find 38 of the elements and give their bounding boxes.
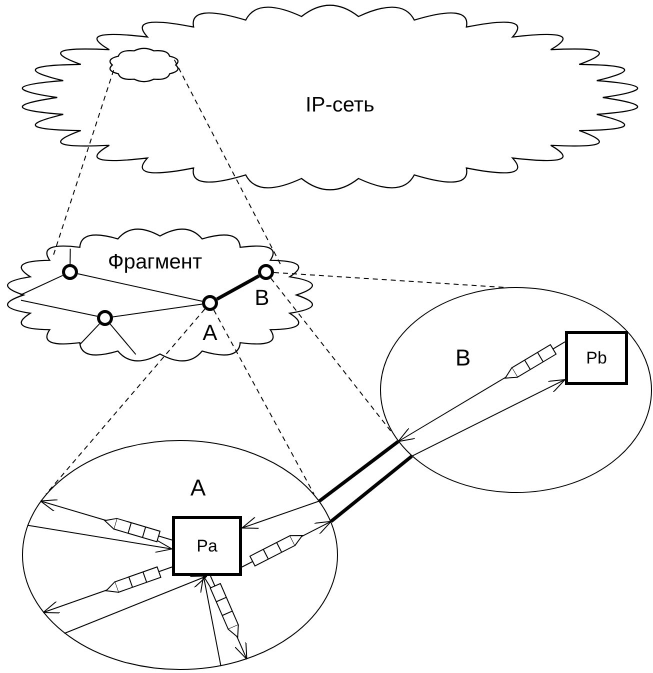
link-line — [20, 300, 98, 317]
node-label: B — [254, 287, 270, 309]
link-line — [110, 324, 136, 355]
node-label: A — [202, 322, 218, 344]
node-label: Pb — [586, 350, 607, 366]
link-line — [77, 273, 203, 302]
node-circle — [62, 264, 78, 280]
link-line — [318, 440, 400, 502]
dashed-line — [213, 310, 314, 495]
cloud-shape — [20, 5, 640, 190]
arrow — [242, 500, 320, 529]
node-label: Pa — [196, 538, 218, 554]
link-line — [80, 323, 100, 345]
cloud-shape — [108, 48, 180, 82]
node-label: B — [455, 346, 471, 370]
arrow — [26, 524, 172, 553]
cloud-shape — [5, 228, 315, 362]
dashed-line — [46, 308, 206, 495]
dashed-line — [270, 278, 394, 434]
process-box — [172, 516, 242, 576]
link-line — [216, 274, 260, 301]
link-line — [330, 454, 413, 523]
process-box — [565, 331, 628, 385]
link-line — [20, 274, 64, 296]
node-circle — [97, 310, 113, 326]
node-label: IP-сеть — [306, 94, 374, 116]
node-label: Фрагмент — [108, 252, 202, 272]
link-line — [112, 304, 203, 318]
dashed-line — [174, 59, 282, 266]
node-label: A — [190, 476, 206, 500]
ellipse-region — [380, 287, 652, 493]
arrow — [411, 379, 566, 457]
dashed-line — [52, 70, 114, 257]
arrow — [200, 576, 222, 667]
link-line — [70, 248, 71, 264]
dashed-line — [274, 272, 505, 288]
arrow — [64, 576, 208, 634]
ellipse-region — [22, 440, 338, 670]
